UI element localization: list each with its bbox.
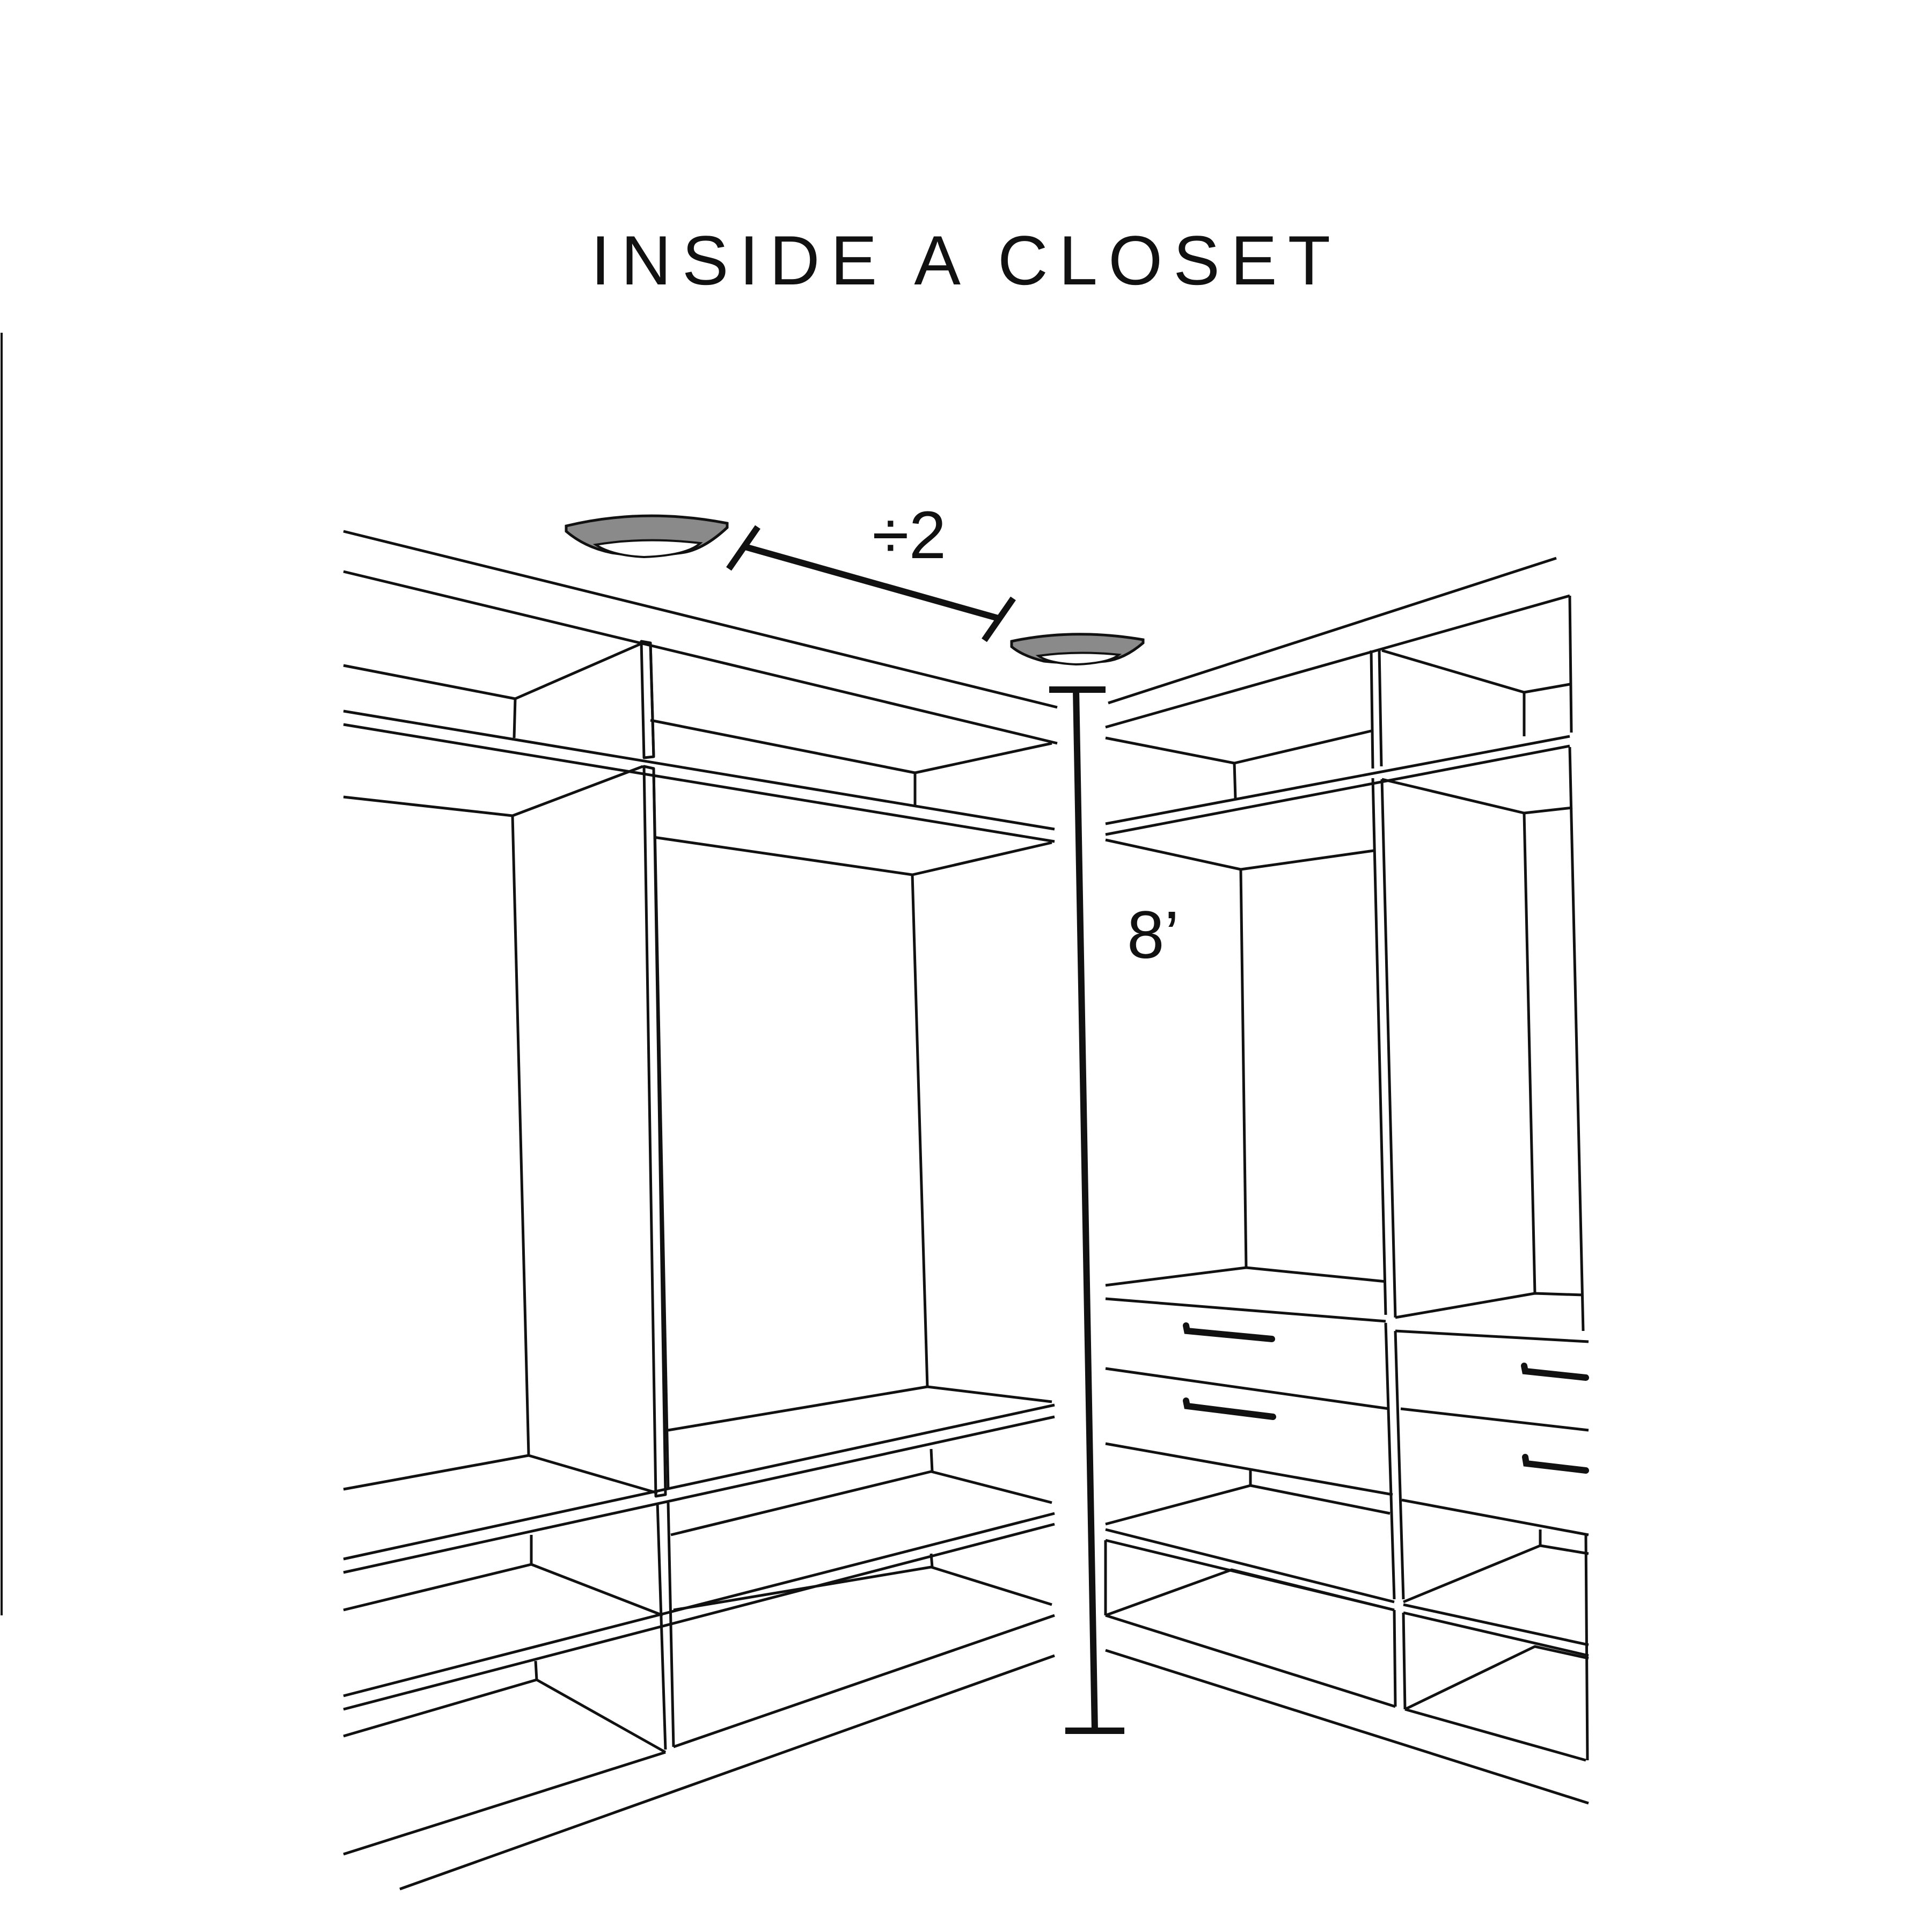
left-floor-line-2 [673, 1614, 1055, 1748]
right-ceiling-line-2 [1105, 594, 1570, 729]
right-hanging-section-1 [1105, 838, 1374, 871]
spacing-dimension-tick-left [726, 525, 760, 571]
height-label: 8’ [1127, 898, 1179, 972]
left-upper-shelf-b [343, 723, 1055, 843]
right-lower-shelf-d [1403, 1611, 1589, 1657]
right-bottom-cubby-1 [1105, 1568, 1395, 1617]
right-divider-a [1371, 778, 1387, 1315]
left-lower-cubby-1 [343, 1563, 663, 1617]
right-divider-b [1380, 779, 1397, 1318]
diagram-title: INSIDE A CLOSET [590, 221, 1342, 299]
right-top-cubby-2 [1381, 649, 1570, 694]
right-floor-line-3 [1105, 1649, 1589, 1805]
left-divider-2-inner [649, 642, 655, 757]
right-top-cubby-1 [1105, 729, 1372, 765]
right-top-cubby-1-divider [1233, 763, 1237, 799]
left-hanging-section-1-back [511, 815, 530, 1455]
right-vertical-b [1378, 649, 1383, 767]
right-upper-shelf-a [1105, 735, 1570, 825]
left-hanging-section-2-floor [668, 1385, 1052, 1432]
right-hanging-section-1-floor [1105, 1266, 1386, 1287]
drawer-handles [1183, 1322, 1589, 1474]
right-drawer-shelf-b [1395, 1329, 1589, 1343]
right-lower-cubby-2 [1403, 1544, 1589, 1604]
ceiling-light-2 [1010, 633, 1145, 666]
left-divider-2-left [652, 772, 670, 1490]
spacing-dimension-tick-right [982, 596, 1016, 642]
spacing-dimension [726, 525, 1016, 642]
right-drawer-shelf-a [1105, 1297, 1386, 1323]
spacing-label: ÷2 [872, 498, 946, 573]
left-lower-cubby-3 [343, 1678, 667, 1754]
left-hanging-section-2-back [911, 874, 929, 1387]
right-lower-shelf-c [1403, 1603, 1589, 1646]
right-bottom-divider-a [1393, 1609, 1397, 1707]
left-floor-line-3 [399, 1654, 1055, 1891]
right-shelving-unit [1104, 557, 1589, 1805]
left-lower-shelf-b [343, 1415, 1055, 1574]
left-ceiling-line-1 [343, 530, 1058, 709]
right-bottom-divider-b [1402, 1612, 1407, 1710]
right-drawer-stack-divider-b [1394, 1330, 1405, 1600]
right-outer-edge [1568, 747, 1585, 1331]
right-lower-shelf-a [1105, 1528, 1395, 1604]
drawer-handle-1 [1183, 1322, 1275, 1342]
right-floor-line-2 [1404, 1708, 1586, 1762]
left-lower-shelf-a [343, 1403, 1055, 1561]
left-lower-cubby-2-divider [930, 1448, 934, 1472]
left-hanging-section-1 [343, 765, 643, 817]
right-ceiling-line-1 [1108, 557, 1557, 705]
left-vertical-divider-lower [642, 765, 667, 1498]
right-drawer-1-front [1105, 1367, 1389, 1410]
left-hanging-section-2 [653, 836, 1052, 876]
drawer-handle-3 [1521, 1363, 1589, 1381]
right-ceiling-edge [1568, 595, 1573, 733]
right-lower-cubby-1 [1105, 1484, 1391, 1526]
right-floor-line-1 [1105, 1614, 1396, 1708]
right-hanging-section-2-back [1523, 813, 1536, 1294]
light-fixture-lens [592, 539, 703, 559]
right-hanging-section-1-back [1239, 869, 1248, 1268]
ceiling-light-1 [565, 514, 729, 559]
height-dimension [1049, 686, 1124, 1734]
right-outer-lower-edge [1584, 1534, 1589, 1761]
right-drawer-4-front [1401, 1498, 1589, 1536]
left-ceiling-line-2 [343, 570, 1058, 745]
right-drawer-2-front [1105, 1442, 1393, 1496]
light-fixture-lens [1035, 652, 1122, 666]
left-top-cubby-1 [343, 641, 644, 700]
right-hanging-section-2 [1381, 778, 1573, 815]
left-bottom-shelf-b [343, 1523, 1055, 1711]
right-upper-shelf-b [1105, 744, 1570, 836]
drawer-handle-4 [1522, 1454, 1589, 1474]
left-lower-cubby-4-divider [930, 1553, 934, 1568]
right-vertical-a [1370, 650, 1374, 769]
left-lower-cubby-3-divider [534, 1660, 538, 1680]
drawer-handle-2 [1183, 1397, 1276, 1420]
left-upper-shelf-a [343, 709, 1055, 831]
left-lower-cubby-2 [670, 1470, 1052, 1536]
spacing-dimension-line [742, 543, 999, 621]
right-bottom-cubby-2 [1404, 1645, 1589, 1711]
height-dimension-line [1073, 689, 1098, 1731]
left-top-cubby-1-divider [513, 698, 517, 738]
right-hanging-section-2-floor [1395, 1292, 1584, 1319]
right-drawer-stack-divider-a [1384, 1322, 1396, 1600]
left-floor-line-1 [343, 1751, 666, 1856]
left-shelving-unit [343, 530, 1058, 1891]
left-hanging-section-1-floor [343, 1454, 658, 1495]
right-drawer-3-front [1400, 1407, 1589, 1432]
